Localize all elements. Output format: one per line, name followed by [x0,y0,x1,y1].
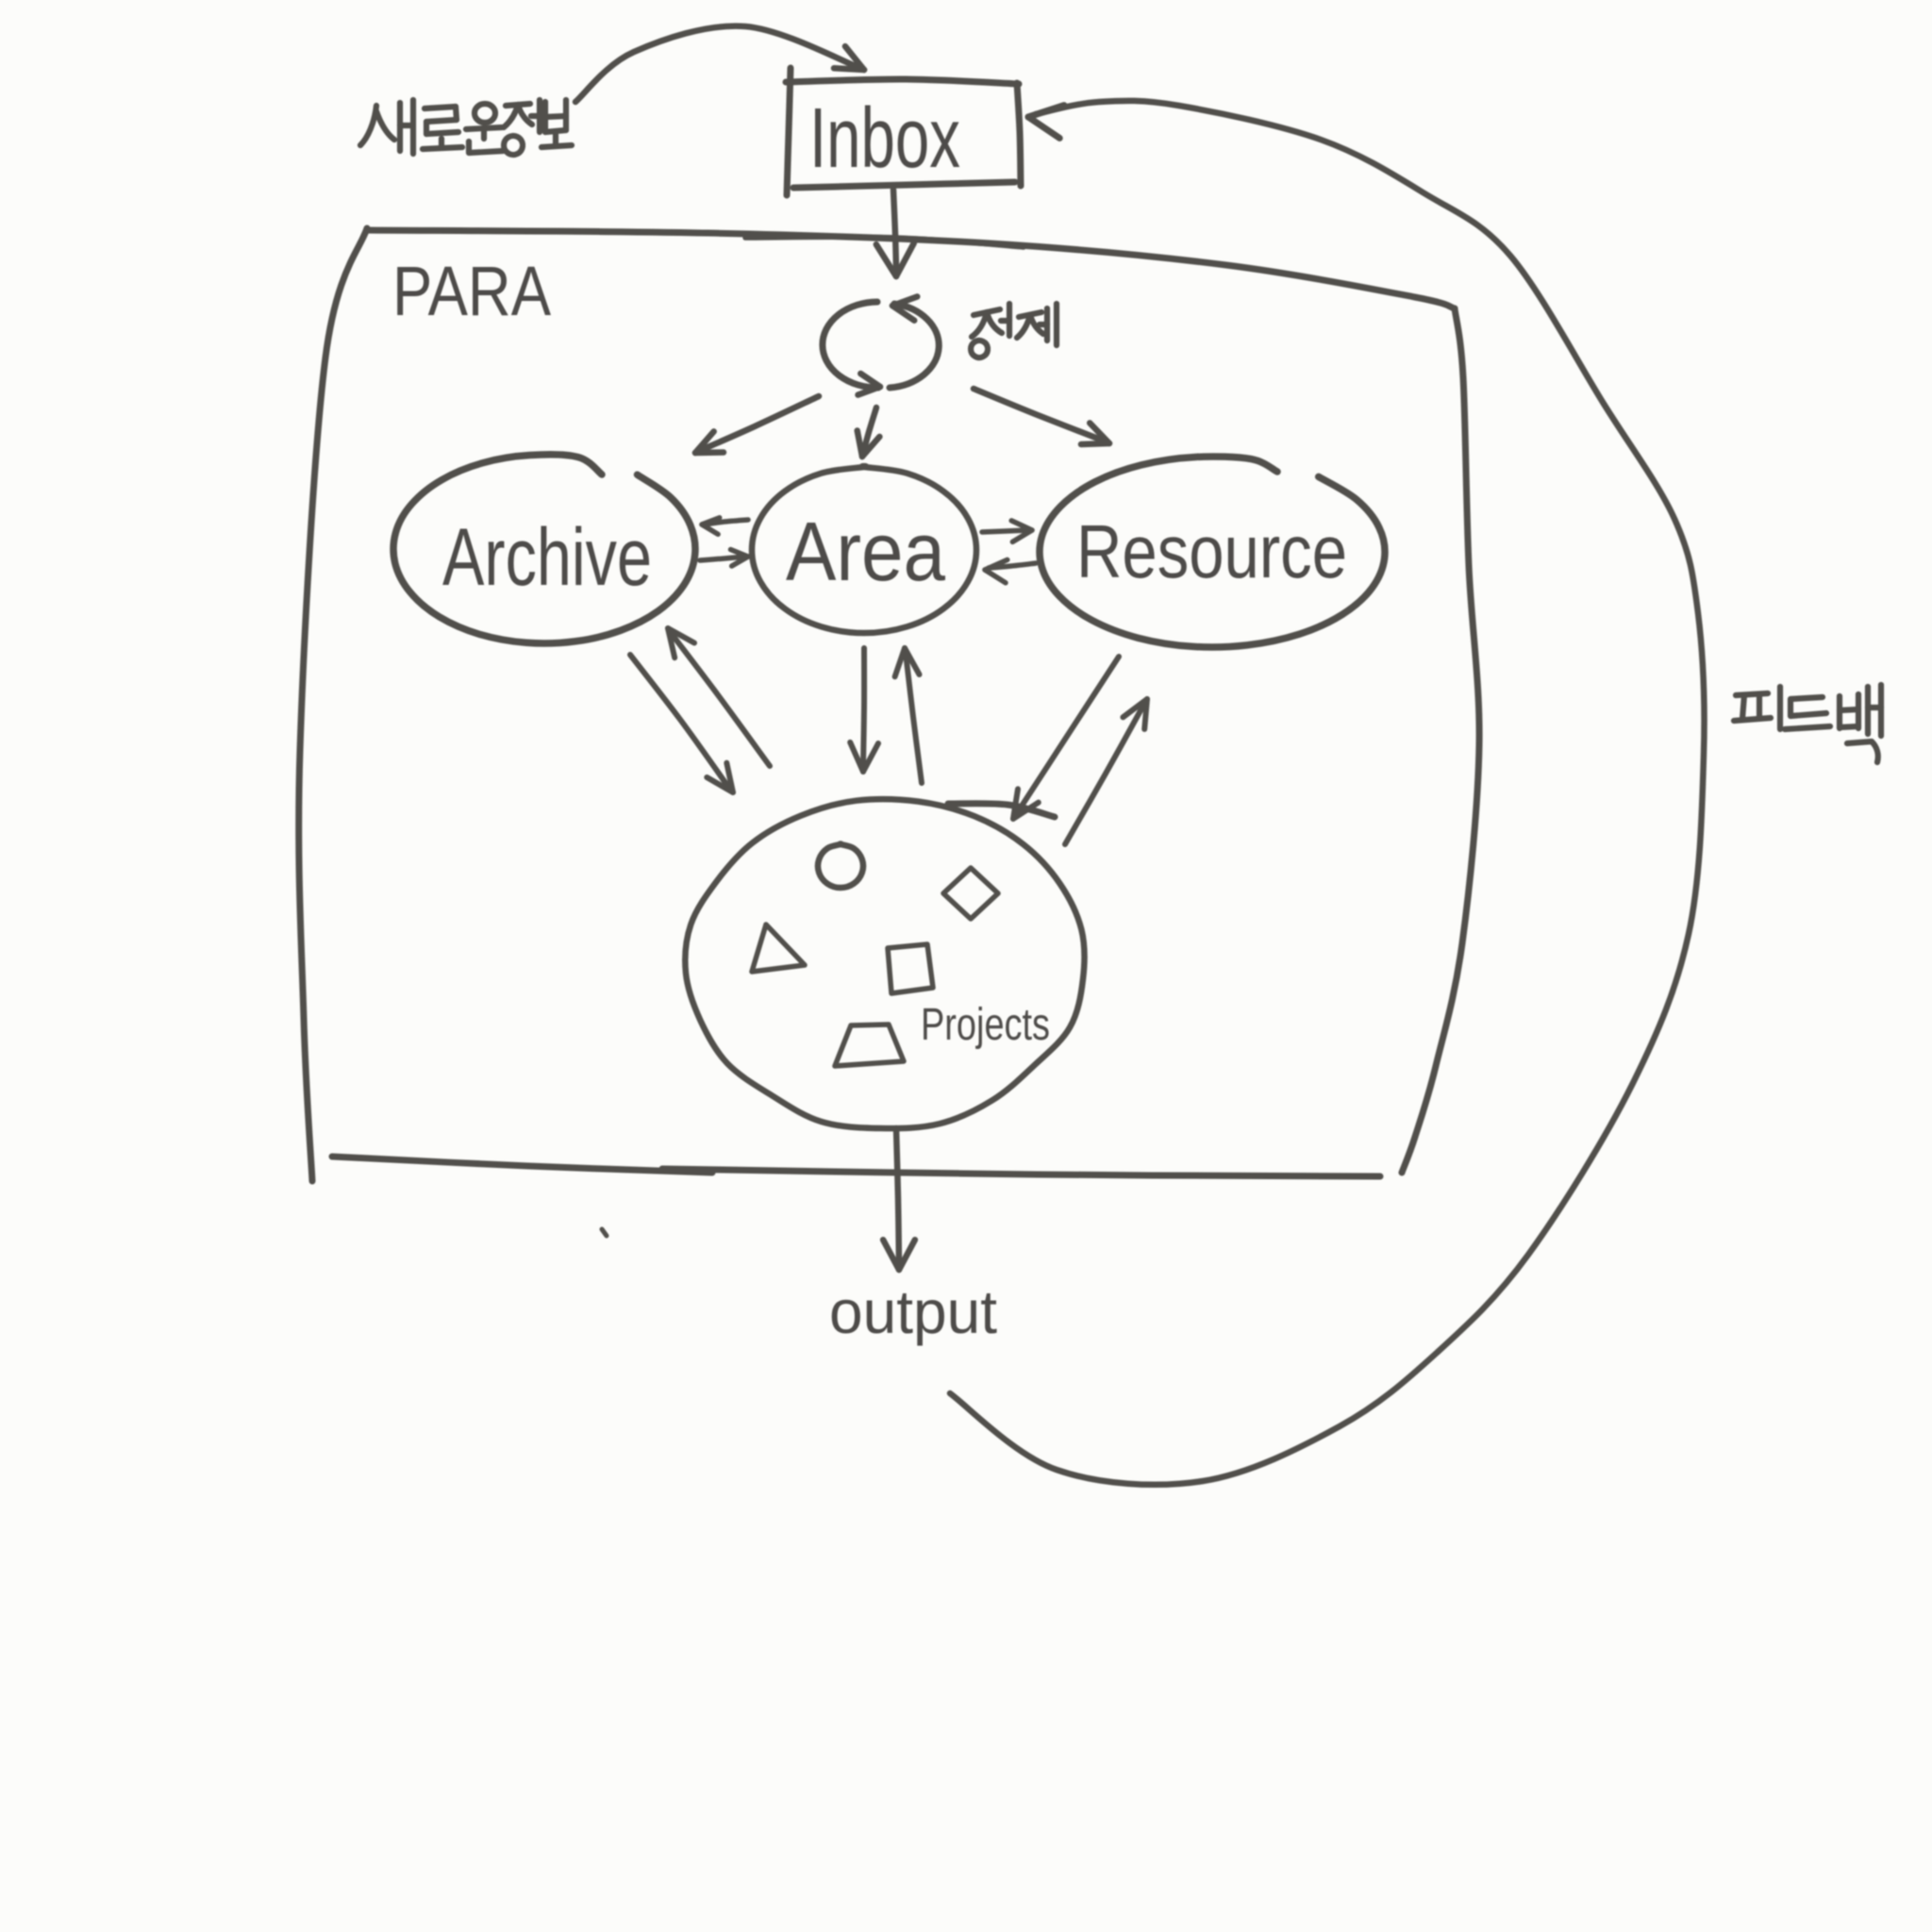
svg-text:Archive: Archive [442,512,652,603]
svg-text:PARA: PARA [392,252,552,330]
svg-text:output: output [829,1277,997,1346]
svg-text:Resource: Resource [1076,509,1347,593]
svg-text:Projects: Projects [921,1000,1050,1050]
svg-text:Inbox: Inbox [809,92,960,186]
svg-text:Area: Area [786,505,945,598]
